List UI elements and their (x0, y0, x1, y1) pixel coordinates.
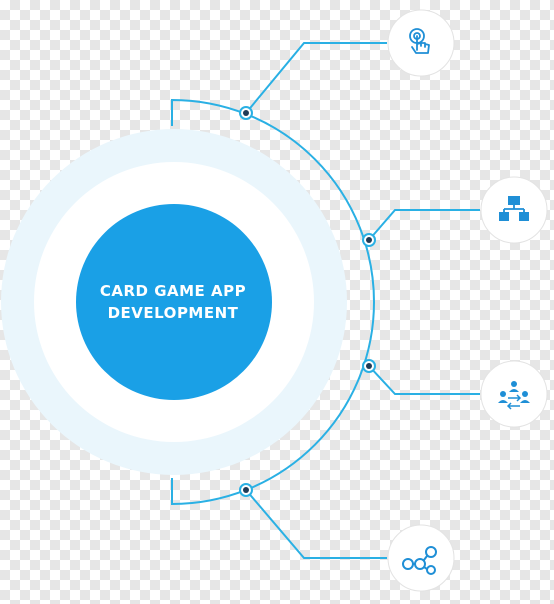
center-title: CARD GAME APP DEVELOPMENT (75, 280, 271, 324)
node-1 (387, 9, 455, 77)
connector-dot-3 (362, 359, 376, 373)
node-3 (480, 360, 548, 428)
center-circle (76, 204, 272, 400)
node-2 (480, 176, 548, 244)
connector-dot-2 (362, 233, 376, 247)
team-exchange-icon (498, 381, 530, 410)
orbit-arc (171, 98, 375, 506)
touch-hand-icon (409, 28, 430, 54)
hierarchy-icon (499, 196, 529, 221)
molecule-network-icon (402, 546, 437, 575)
connector-line-4 (245, 489, 387, 559)
connector-line-1 (245, 42, 387, 114)
center-title-line-1: CARD GAME APP (99, 282, 247, 300)
node-4 (387, 524, 455, 592)
connector-line-3 (368, 365, 480, 395)
connector-line-2 (368, 209, 480, 241)
center-title-line-2: DEVELOPMENT (107, 304, 239, 322)
connector-dot-1 (239, 106, 253, 120)
connector-dot-4 (239, 483, 253, 497)
